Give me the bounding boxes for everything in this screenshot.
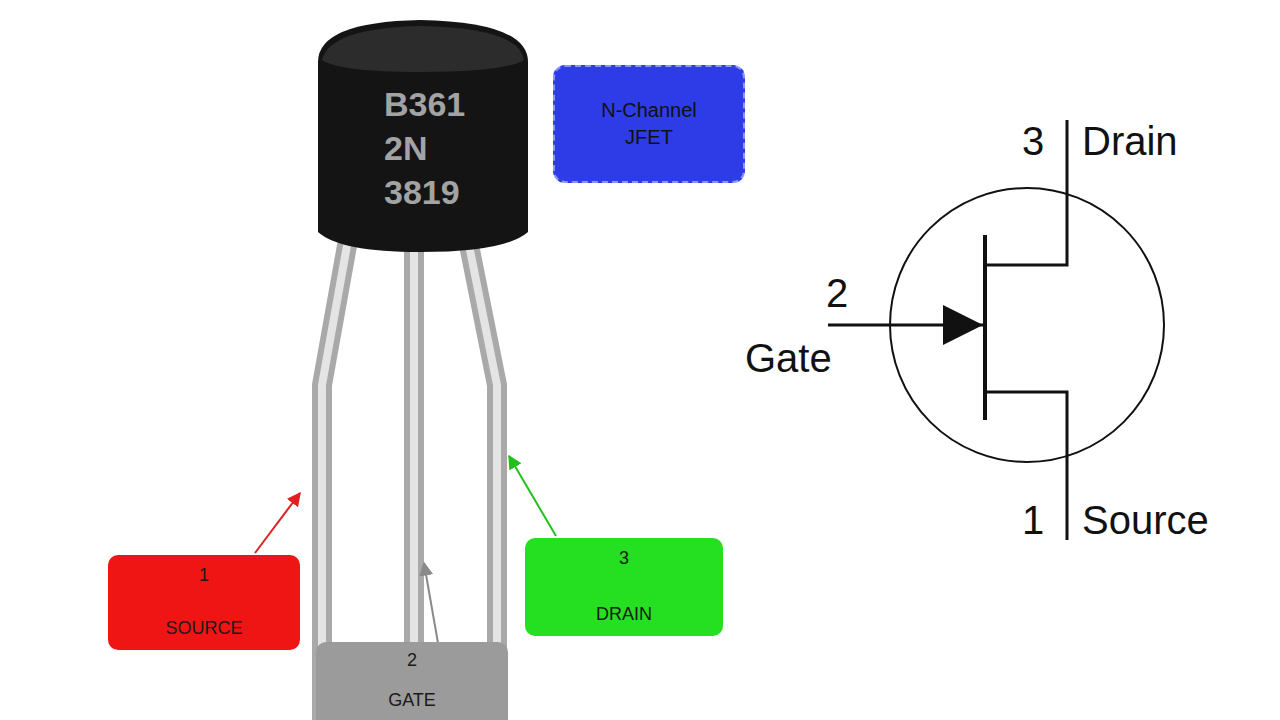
symbol-pin-name: Gate	[745, 335, 832, 381]
pin-text: 3	[619, 548, 629, 570]
pin-text: SOURCE	[165, 618, 242, 640]
to92-body	[318, 20, 528, 252]
pin-label-box: 3DRAIN	[525, 538, 723, 636]
leader-arrow	[424, 563, 438, 643]
symbol-pin-number: 1	[1022, 497, 1044, 543]
pin-text: GATE	[388, 690, 436, 712]
to92-top	[322, 26, 524, 72]
jfet-symbol	[828, 120, 1164, 540]
type-badge: N-Channel JFET	[553, 65, 745, 183]
leader-arrow	[509, 456, 556, 536]
symbol-pin-name: Drain	[1082, 118, 1178, 164]
symbol-pin-number: 2	[826, 270, 848, 316]
marking-text: 3819	[384, 170, 460, 214]
leader-arrow	[255, 493, 300, 553]
pin-label-box: 2GATE	[316, 642, 508, 720]
symbol-pin-name: Source	[1082, 497, 1209, 543]
gate-arrowhead	[943, 305, 983, 345]
package-body: B3612N3819	[318, 20, 528, 248]
type-text: N-Channel JFET	[589, 97, 709, 151]
marking-text: 2N	[384, 126, 427, 170]
pin-label-box: 1SOURCE	[108, 555, 300, 650]
pin-text: DRAIN	[596, 604, 652, 626]
pin-text: 2	[407, 650, 417, 672]
symbol-pin-number: 3	[1022, 118, 1044, 164]
pin-text: 1	[199, 565, 209, 587]
marking-text: B361	[384, 82, 465, 126]
